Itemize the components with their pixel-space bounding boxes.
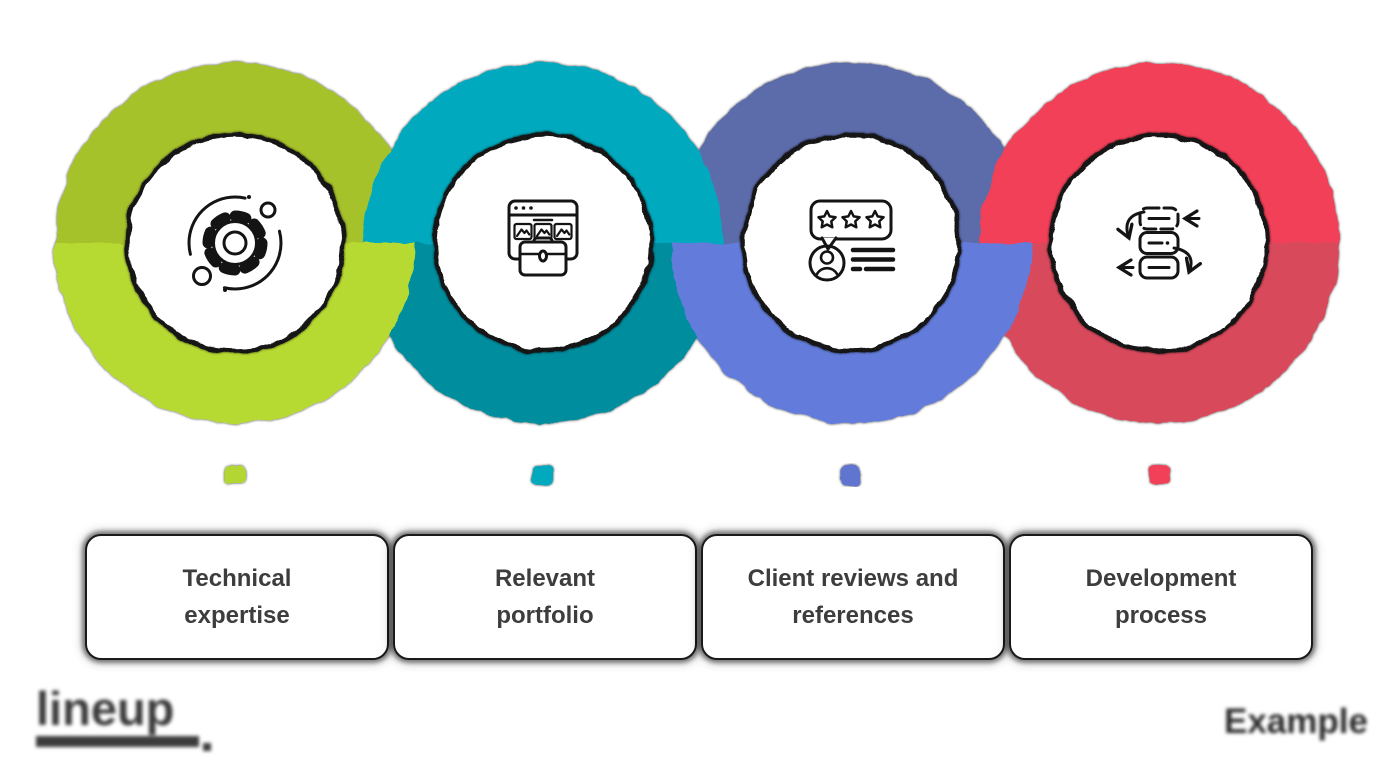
ring-2-bottom-segment [363, 243, 723, 423]
step-label-line: Relevant [494, 565, 596, 592]
ring-1-bottom-segment [55, 243, 415, 423]
step-label-line: Development [1085, 565, 1237, 592]
process-step-dot [1165, 241, 1170, 245]
rings-layer [55, 63, 1339, 423]
step-card-technical-expertise: Technical expertise [85, 534, 389, 660]
orbit-dot [247, 195, 251, 199]
ring-2-top-segment [363, 63, 723, 243]
step-label-line: Technical [182, 565, 292, 592]
curved-arrow-right [1172, 246, 1191, 272]
process-flow-icon [1119, 206, 1199, 280]
ring-4-bottom-segment [979, 243, 1339, 423]
step-dot-4 [1149, 465, 1169, 485]
step-label-line: process [1114, 602, 1208, 629]
orbit-circle [187, 195, 283, 291]
browser-dot [514, 206, 518, 210]
step-card-development-process: Development process [1009, 534, 1313, 660]
avatar-head [819, 250, 835, 265]
step-label-line: expertise [184, 602, 290, 629]
briefcase-clasp [538, 249, 548, 263]
step-card-client-reviews: Client reviews and references [701, 534, 1005, 660]
step-label: Client reviews and references [748, 560, 959, 634]
curved-arrow-left [1127, 210, 1146, 238]
portfolio-browser-icon [507, 199, 579, 277]
orbit-dot [223, 288, 227, 292]
thumbnail-image [513, 222, 533, 241]
step-dot-2 [533, 465, 553, 485]
thumbnail-image [553, 222, 573, 241]
step-label-line: references [792, 602, 914, 629]
brand-logo-text: lineup [36, 682, 175, 735]
avatar-shoulders [815, 266, 839, 276]
orbit-node-small [259, 201, 277, 219]
ring-3-inner-circle [740, 132, 962, 354]
dots-row [225, 465, 1169, 485]
process-step-box [1138, 206, 1180, 231]
review-bubble [809, 199, 893, 241]
gear-body [212, 220, 258, 266]
step-dot-3 [841, 465, 861, 485]
process-step-box [1138, 255, 1180, 280]
avatar-circle [808, 244, 846, 282]
step-card-relevant-portfolio: Relevant portfolio [393, 534, 697, 660]
step-label-line: portfolio [496, 602, 594, 629]
step-dot-1 [225, 465, 245, 485]
gear-orbit-icon [187, 195, 283, 292]
gear-teeth [202, 210, 268, 276]
step-label-line: Client reviews and [747, 565, 959, 592]
gear-hole [222, 230, 248, 256]
watermark-text: Example [1224, 702, 1368, 741]
ring-3-top-segment [671, 63, 1031, 243]
ring-4-top-segment [979, 63, 1339, 243]
process-step-box [1138, 231, 1180, 255]
client-reviews-icon [808, 199, 896, 282]
brand-logo: lineup [36, 682, 211, 751]
step-label: Development process [1086, 560, 1237, 634]
ring-3-bottom-segment [671, 243, 1031, 423]
ring-1-top-segment [55, 63, 415, 243]
step-label: Relevant portfolio [495, 560, 595, 634]
orbit-node-large [192, 266, 212, 286]
browser-dot [521, 206, 526, 210]
brand-logo-underline [36, 736, 211, 751]
step-label: Technical expertise [183, 560, 292, 634]
bubble-tail [820, 236, 838, 251]
browser-dot [529, 206, 533, 210]
